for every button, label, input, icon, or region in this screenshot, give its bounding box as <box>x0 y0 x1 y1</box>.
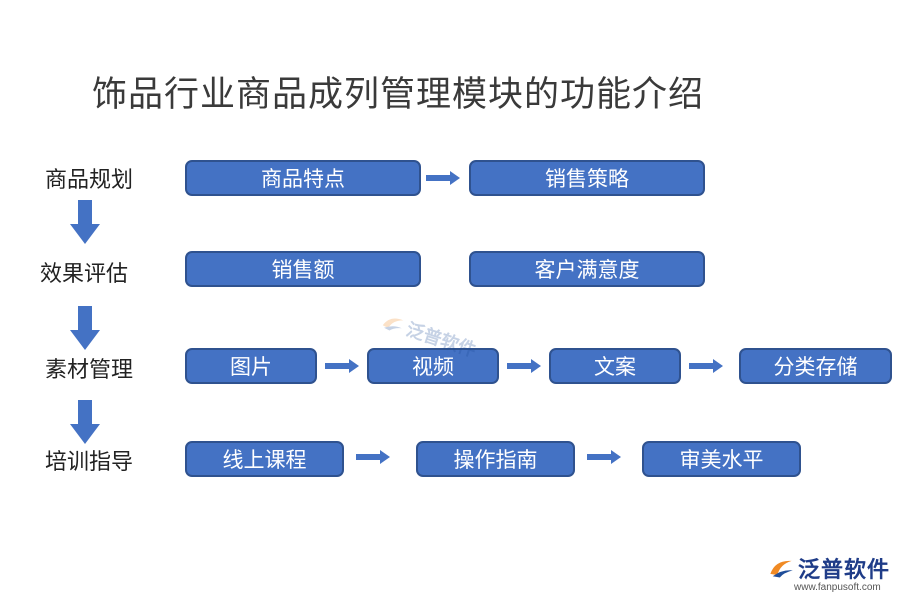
down-arrow-icon <box>70 306 100 350</box>
brand-swoosh-icon <box>382 318 404 331</box>
box-category-storage: 分类存储 <box>739 348 892 384</box>
brand-logo: 泛普软件 www.fanpusoft.com <box>768 552 890 593</box>
box-sales-amount: 销售额 <box>185 251 421 287</box>
page-title: 饰品行业商品成列管理模块的功能介绍 <box>92 75 705 115</box>
right-arrow-icon <box>587 450 621 464</box>
brand-swoosh-icon <box>770 560 793 578</box>
brand-url: www.fanpusoft.com <box>794 582 881 593</box>
box-aesthetic-level: 审美水平 <box>642 441 801 477</box>
box-operation-guide: 操作指南 <box>416 441 575 477</box>
box-sales-strategy: 销售策略 <box>469 160 705 196</box>
stage-label-planning: 商品规划 <box>45 168 134 193</box>
right-arrow-icon <box>689 359 723 373</box>
down-arrow-icon <box>70 400 100 444</box>
box-images: 图片 <box>185 348 317 384</box>
right-arrow-icon <box>356 450 390 464</box>
stage-label-evaluation: 效果评估 <box>40 262 129 287</box>
brand-name: 泛普软件 <box>798 558 891 583</box>
box-customer-satisfaction: 客户满意度 <box>469 251 705 287</box>
box-product-features: 商品特点 <box>185 160 421 196</box>
stage-label-training: 培训指导 <box>45 450 134 475</box>
box-online-courses: 线上课程 <box>185 441 344 477</box>
box-videos: 视频 <box>367 348 499 384</box>
stage-label-material: 素材管理 <box>45 358 134 383</box>
right-arrow-icon <box>426 171 460 185</box>
watermark: 泛普软件 <box>378 307 479 362</box>
right-arrow-icon <box>507 359 541 373</box>
down-arrow-icon <box>70 200 100 244</box>
right-arrow-icon <box>325 359 359 373</box>
box-copywriting: 文案 <box>549 348 681 384</box>
